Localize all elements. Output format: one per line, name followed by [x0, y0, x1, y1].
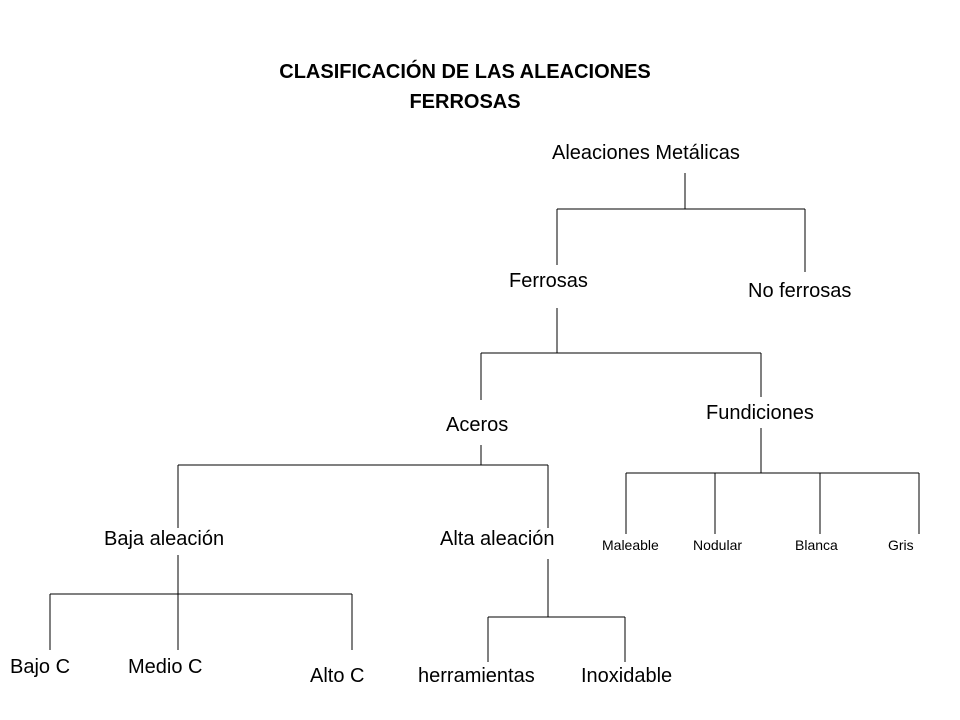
- node-inoxidable: Inoxidable: [581, 665, 673, 687]
- node-blanca: Blanca: [795, 537, 838, 553]
- node-herramientas: herramientas: [418, 665, 535, 687]
- node-no-ferrosas: No ferrosas: [748, 280, 852, 302]
- node-alta-aleacion: Alta aleación: [440, 528, 555, 550]
- diagram-title-line2: FERROSAS: [409, 91, 521, 113]
- node-nodular: Nodular: [693, 537, 743, 553]
- node-alto-c: Alto C: [310, 665, 365, 687]
- node-aleaciones-metalicas: Aleaciones Metálicas: [552, 142, 740, 164]
- node-bajo-c: Bajo C: [10, 656, 71, 678]
- node-maleable: Maleable: [602, 537, 659, 553]
- node-medio-c: Medio C: [128, 656, 203, 678]
- diagram-title-line1: CLASIFICACIÓN DE LAS ALEACIONES: [279, 61, 651, 83]
- node-fundiciones: Fundiciones: [706, 402, 814, 424]
- node-gris: Gris: [888, 537, 914, 553]
- node-ferrosas: Ferrosas: [509, 270, 588, 292]
- node-aceros: Aceros: [446, 414, 509, 436]
- node-baja-aleacion: Baja aleación: [104, 528, 225, 550]
